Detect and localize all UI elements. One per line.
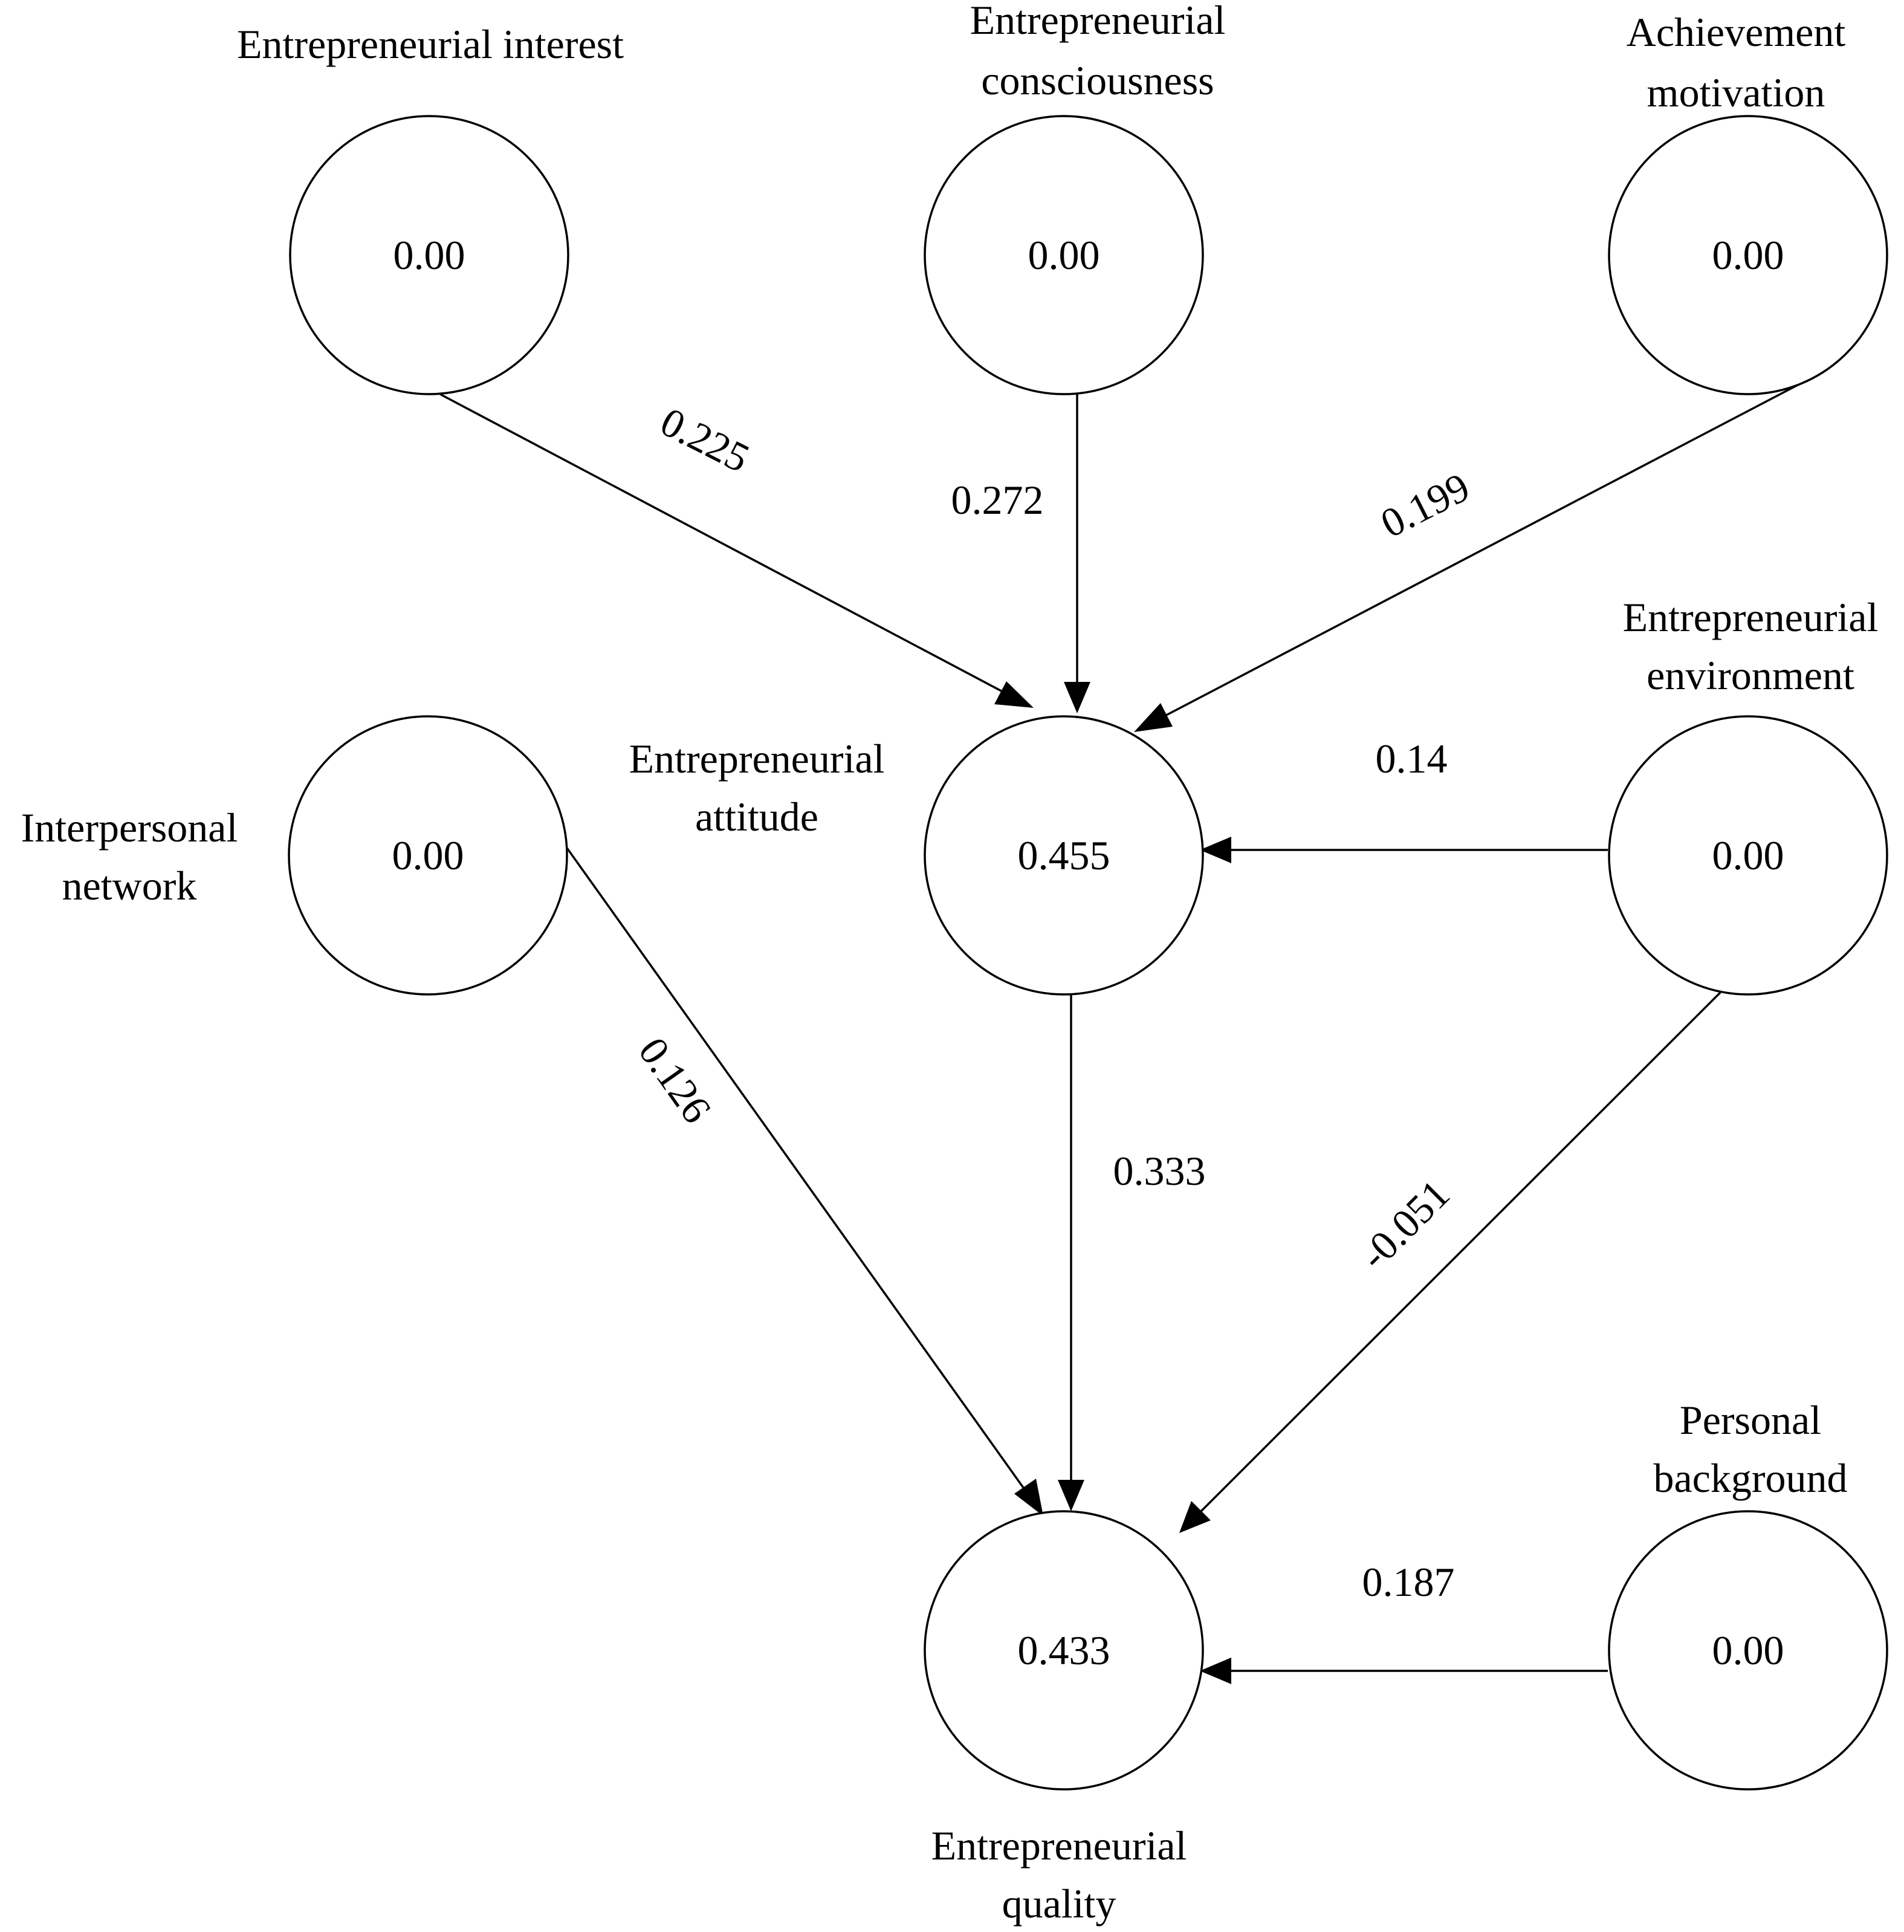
node-personal-background: 0.00 Personal background xyxy=(1608,1397,1888,1791)
node-label: Personal xyxy=(1680,1397,1821,1443)
node-value: 0.00 xyxy=(1028,232,1100,278)
node-entrepreneurial-consciousness: 0.00 Entrepreneurial consciousness xyxy=(924,0,1226,395)
edge-consciousness-attitude: 0.272 xyxy=(951,394,1090,713)
node-label: consciousness xyxy=(981,57,1214,103)
node-value: 0.00 xyxy=(1712,232,1784,278)
node-entrepreneurial-quality: 0.433 Entrepreneurial quality xyxy=(924,1510,1204,1927)
node-label: Achievement xyxy=(1627,9,1846,55)
node-label: motivation xyxy=(1647,70,1825,115)
node-label: Entrepreneurial interest xyxy=(237,21,624,67)
node-value: 0.00 xyxy=(1712,832,1784,878)
node-label: Entrepreneurial xyxy=(970,0,1226,43)
node-label: Entrepreneurial xyxy=(629,736,885,782)
node-interpersonal-network: 0.00 Interpersonal network xyxy=(21,715,568,996)
edge-environment-quality: -0.051 xyxy=(1179,991,1721,1533)
node-label: network xyxy=(62,863,197,909)
node-achievement-motivation: 0.00 Achievement motivation xyxy=(1608,9,1888,395)
node-label: Entrepreneurial xyxy=(1623,594,1879,640)
node-entrepreneurial-environment: 0.00 Entrepreneurial environment xyxy=(1608,594,1888,996)
node-value: 0.00 xyxy=(393,232,465,278)
node-label: Entrepreneurial xyxy=(931,1823,1187,1869)
edge-background-quality: 0.187 xyxy=(1200,1559,1608,1684)
node-value: 0.00 xyxy=(1712,1627,1784,1673)
edge-environment-attitude: 0.14 xyxy=(1200,736,1608,863)
edge-weight: 0.225 xyxy=(653,398,757,481)
node-entrepreneurial-interest: 0.00 Entrepreneurial interest xyxy=(237,21,624,395)
edge-attitude-quality: 0.333 xyxy=(1058,995,1206,1511)
edge-weight: 0.272 xyxy=(951,477,1044,523)
node-value: 0.455 xyxy=(1018,832,1110,878)
node-label: attitude xyxy=(695,794,818,840)
edge-interest-attitude: 0.225 xyxy=(439,393,1034,708)
node-label: Interpersonal xyxy=(21,805,238,851)
node-label: quality xyxy=(1002,1881,1116,1927)
node-value: 0.00 xyxy=(392,832,464,878)
node-entrepreneurial-attitude: 0.455 Entrepreneurial attitude xyxy=(629,715,1204,996)
edge-weight: 0.199 xyxy=(1373,464,1477,546)
edge-weight: 0.14 xyxy=(1376,736,1448,782)
node-value: 0.433 xyxy=(1018,1627,1110,1673)
edge-weight: 0.333 xyxy=(1113,1148,1206,1194)
node-label: background xyxy=(1653,1455,1847,1501)
edge-weight: 0.187 xyxy=(1362,1559,1455,1605)
edge-weight: -0.051 xyxy=(1351,1171,1459,1279)
node-label: environment xyxy=(1647,652,1854,698)
